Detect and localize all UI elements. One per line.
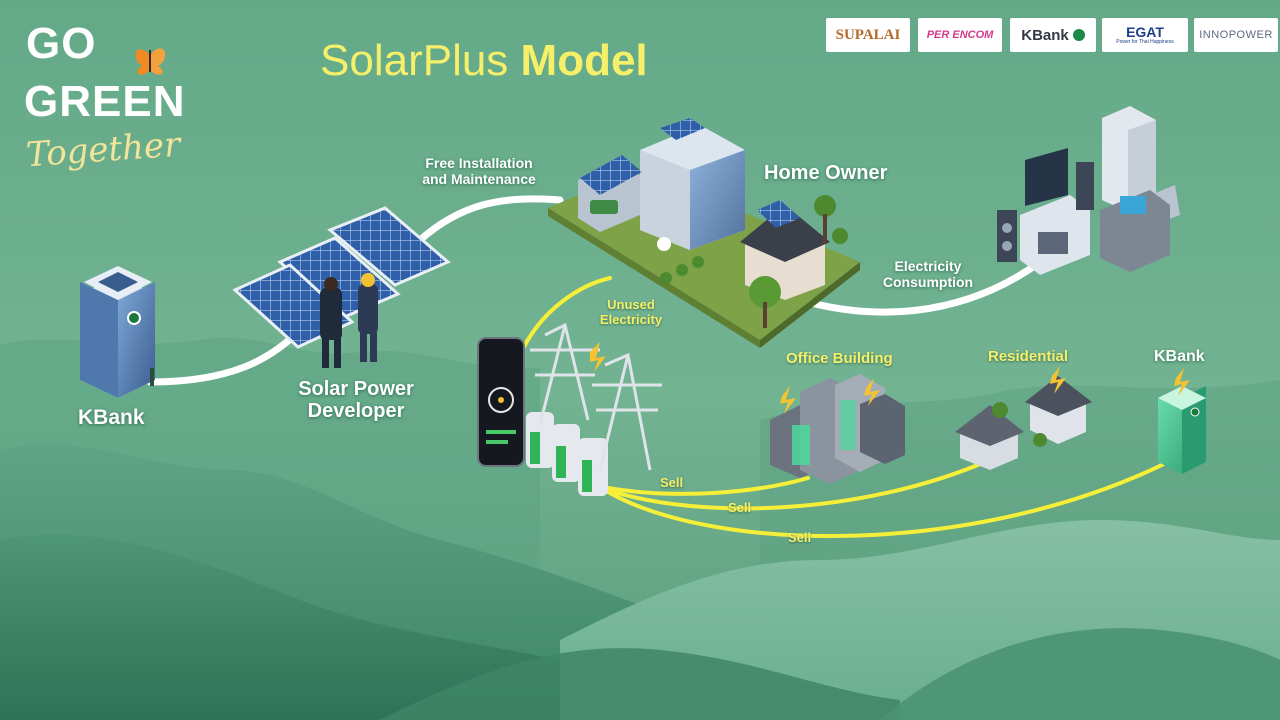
consumption-line2: Consumption [882, 274, 974, 291]
office-building-icon [770, 374, 905, 484]
logo-kbank-text: KBank [1021, 26, 1069, 44]
logo-egat: EGAT Power for Thai Happiness [1102, 18, 1188, 52]
consumption-line1: Electricity [894, 258, 962, 274]
title-part2: Model [520, 36, 648, 85]
node-label-kbank-right: KBank [1154, 348, 1205, 365]
residential-houses-icon [955, 366, 1092, 470]
home-owner-estate [548, 118, 860, 348]
solar-farm [232, 206, 451, 368]
logo-perencom: PER ENCOM [918, 18, 1002, 52]
flow-label-unused: Unused Electricity [588, 297, 674, 328]
developer-line1: Solar Power [298, 378, 414, 400]
logo-supalai-text: SUPALAI [835, 26, 901, 43]
node-label-residential: Residential [988, 348, 1069, 365]
kbank-tower-right [1158, 368, 1206, 474]
mountains [0, 337, 1280, 720]
flow-label-sell-2: Sell [728, 500, 752, 515]
mobile-app-phone [477, 337, 525, 467]
transmission-towers [530, 322, 662, 471]
kbank-leaf-icon [1072, 29, 1085, 41]
flow-paths-yellow [518, 276, 1170, 539]
logo-perencom-text: PER ENCOM [926, 29, 994, 41]
logo-kbank: KBank [1010, 18, 1096, 52]
node-label-kbank-left: KBank [78, 406, 145, 429]
install-line2: and Maintenance [422, 171, 536, 188]
developer-line2: Developer [307, 400, 405, 423]
flow-label-consumption: Electricity Consumption [876, 258, 980, 290]
node-label-developer: Solar Power Developer [276, 378, 436, 423]
flow-label-install: Free Installation and Maintenance [404, 155, 554, 187]
logo-innopower-text: INNOPOWER [1199, 29, 1273, 41]
flow-label-sell-1: Sell [660, 475, 684, 490]
slogan-go: GO [26, 19, 97, 68]
flow-label-sell-3: Sell [788, 530, 812, 545]
slogan-green: GREEN [24, 77, 186, 126]
page-title: SolarPlus Model [320, 36, 648, 86]
kbank-tower-left [80, 266, 155, 398]
unused-line2: Electricity [599, 311, 663, 327]
install-line1: Free Installation [425, 155, 533, 171]
node-label-office: Office Building [786, 350, 893, 367]
butterfly-icon [135, 48, 166, 75]
unused-line1: Unused [607, 297, 655, 312]
battery-storage [526, 412, 608, 496]
home-appliances [997, 106, 1180, 275]
logo-innopower: INNOPOWER [1194, 18, 1278, 52]
logo-egat-tagline: Power for Thai Happiness [1116, 39, 1174, 45]
logo-egat-text: EGAT [1126, 24, 1164, 40]
title-part1: SolarPlus [320, 36, 509, 85]
node-label-home-owner: Home Owner [764, 162, 888, 184]
logo-supalai: SUPALAI [826, 18, 910, 52]
